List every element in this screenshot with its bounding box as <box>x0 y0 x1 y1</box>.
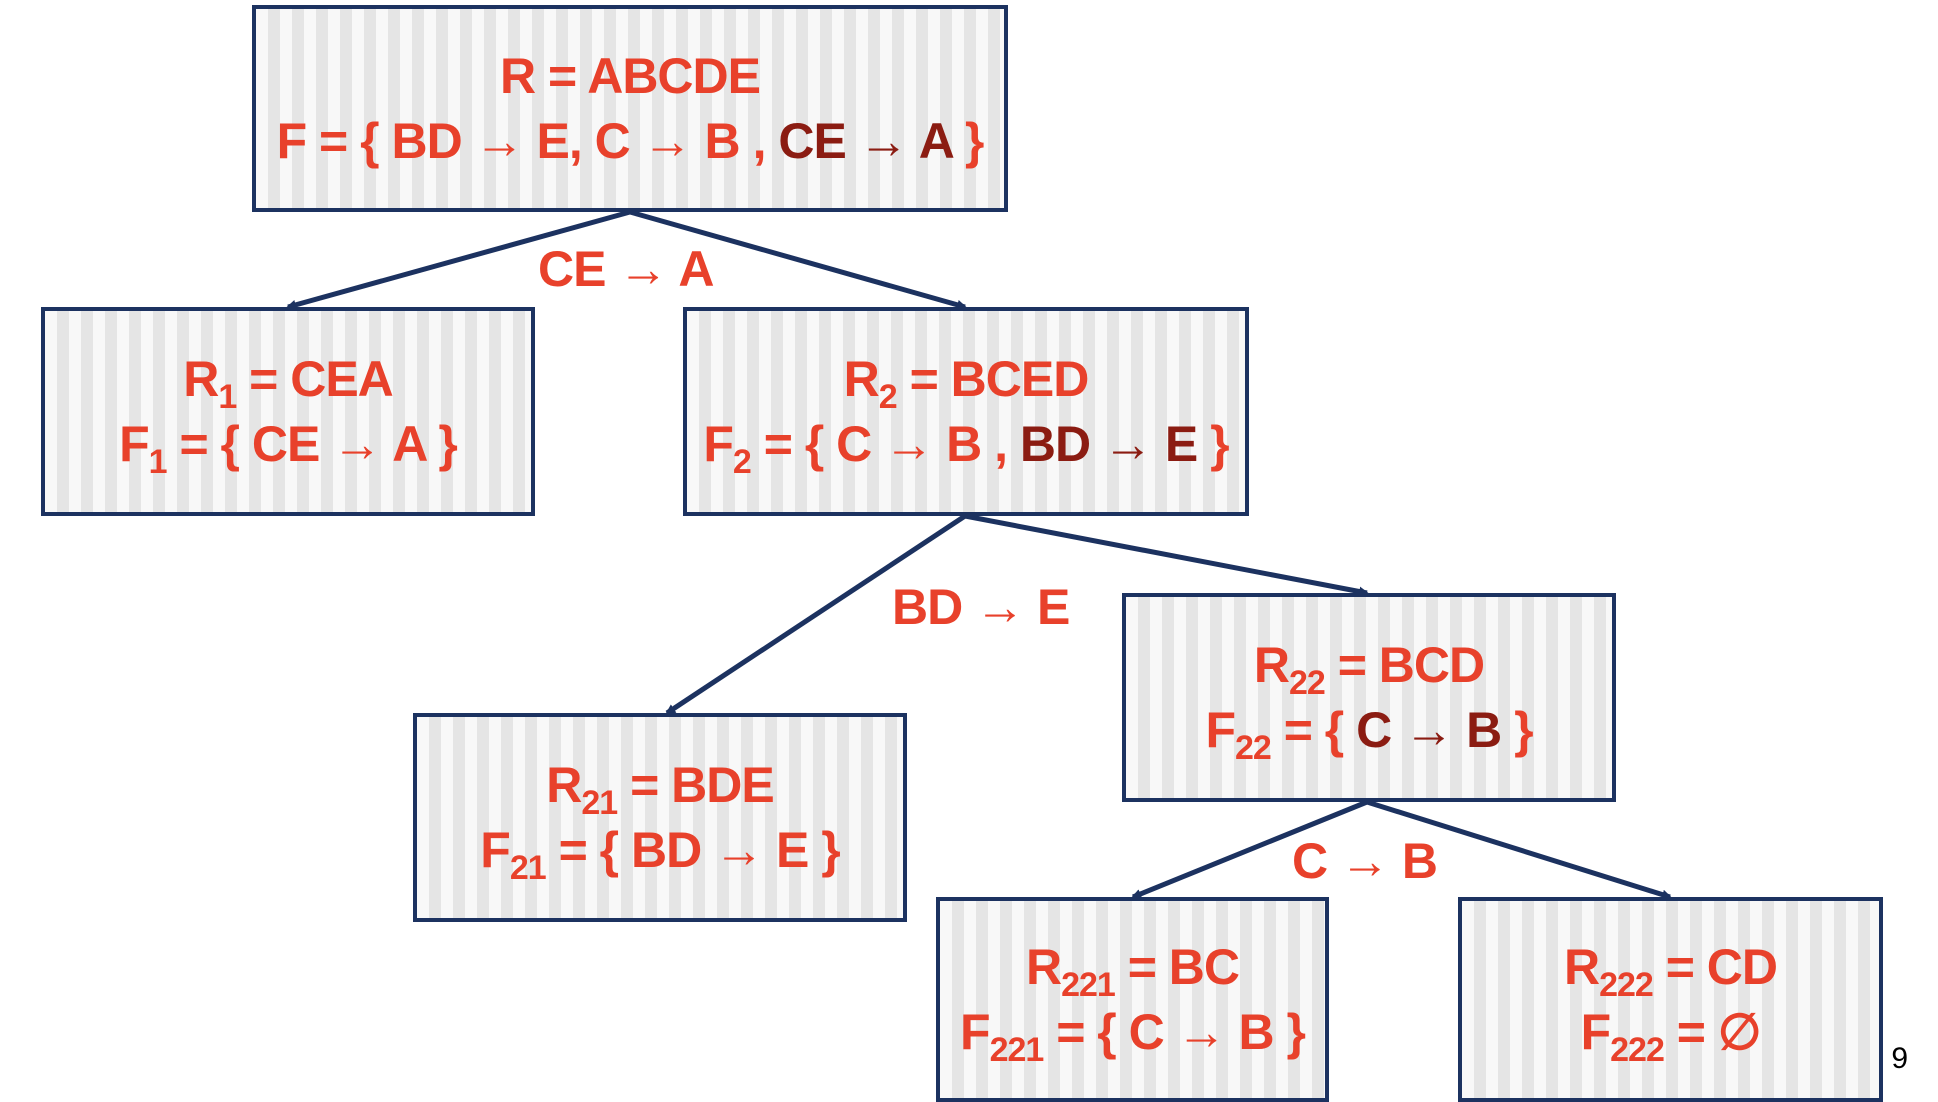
edge-label-r2-split: BD → E <box>892 579 1070 635</box>
node-r2: R2 = BCED F2 = { C → B , BD → E } <box>683 307 1249 516</box>
r221-fd-set: F221 = { C → B } <box>960 1003 1306 1069</box>
edge-root-to-r1 <box>286 209 631 310</box>
r21-fd-set: F21 = { BD → E } <box>480 821 840 887</box>
r222-fd-set: F222 = ∅ <box>1580 1003 1762 1069</box>
r1-fd-set: F1 = { CE → A } <box>119 415 458 481</box>
r2-relation: R2 = BCED <box>843 350 1090 416</box>
edge-label-r22-split: C → B <box>1292 833 1438 889</box>
r22-fd-set: F22 = { C → B } <box>1205 701 1533 767</box>
r2-fd-set: F2 = { C → B , BD → E } <box>703 415 1229 481</box>
page-number: 9 <box>1891 1042 1908 1075</box>
root-fd-set: F = { BD → E, C → B , CE → A } <box>276 112 985 169</box>
node-r21: R21 = BDE F21 = { BD → E } <box>413 713 907 922</box>
r2-fd-highlight: BD → E <box>1019 415 1198 472</box>
r221-relation: R221 = BC <box>1025 938 1240 1004</box>
r21-relation: R21 = BDE <box>546 756 774 822</box>
node-r221: R221 = BC F221 = { C → B } <box>936 897 1329 1102</box>
node-r1: R1 = CEA F1 = { CE → A } <box>41 307 535 516</box>
edge-r22-to-r222 <box>1366 799 1672 900</box>
r22-relation: R22 = BCD <box>1253 636 1485 702</box>
root-fd-highlight: CE → A <box>778 112 953 169</box>
edge-label-root-split: CE → A <box>538 241 714 297</box>
edge-r22-to-r221 <box>1131 799 1368 900</box>
r22-fd-highlight: C → B <box>1356 701 1502 758</box>
r222-relation: R222 = CD <box>1563 938 1778 1004</box>
edge-root-to-r2 <box>629 209 967 310</box>
edge-r2-to-r21 <box>665 513 967 716</box>
node-root: R = ABCDE F = { BD → E, C → B , CE → A } <box>252 5 1008 212</box>
node-r222: R222 = CD F222 = ∅ <box>1458 897 1883 1102</box>
edge-r2-to-r22 <box>964 513 1369 597</box>
r1-relation: R1 = CEA <box>183 350 394 416</box>
root-relation: R = ABCDE <box>499 47 761 104</box>
node-r22: R22 = BCD F22 = { C → B } <box>1122 593 1616 802</box>
